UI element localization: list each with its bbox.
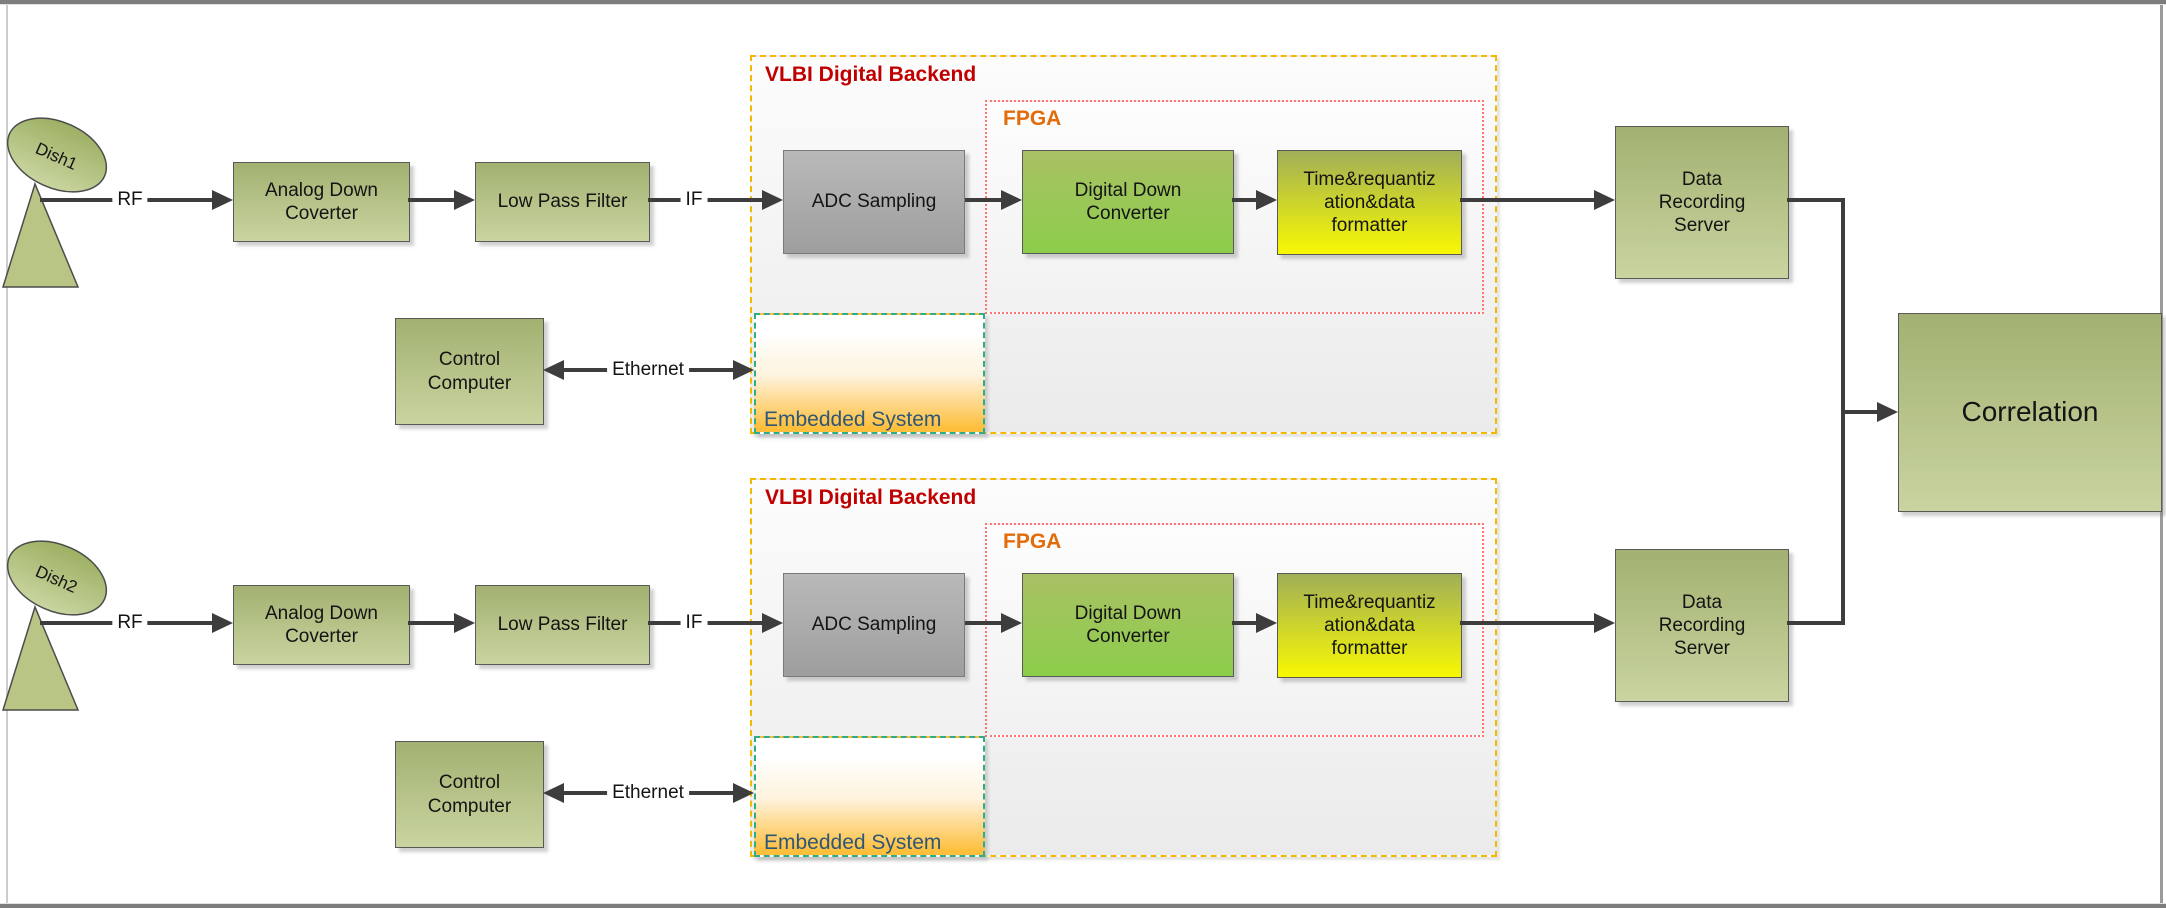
ddc-line2: Converter	[1086, 626, 1170, 647]
correlation-label: Correlation	[1961, 396, 2099, 428]
if-arrowhead-icon	[762, 613, 783, 633]
dish-ellipse	[6, 117, 108, 193]
control-computer-box: Control Computer	[395, 318, 544, 425]
drs-line1: Data	[1681, 168, 1723, 190]
digital-down-converter-box: Digital Down Converter	[1022, 150, 1234, 254]
ethernet-label: Ethernet	[607, 359, 689, 381]
drs-line3: Server	[1674, 215, 1730, 237]
adc-label: ADC Sampling	[811, 191, 937, 213]
drs-line2: Recording	[1658, 191, 1746, 213]
embedded-system-label: Embedded System	[764, 408, 942, 431]
drs-line3: Server	[1674, 638, 1730, 660]
analog-line1: Analog Down	[264, 602, 379, 624]
arrowhead-icon	[1594, 613, 1615, 633]
embedded-system-box: Embedded System	[754, 736, 985, 857]
if-arrowhead-icon	[762, 190, 783, 210]
formatter-line3: formatter	[1331, 638, 1408, 660]
control-computer-box: Control Computer	[395, 741, 544, 848]
ethernet-arrowhead-left-icon	[543, 360, 564, 380]
wire-drs-to-junction	[1787, 621, 1845, 625]
ethernet-arrowhead-left-icon	[543, 783, 564, 803]
vlbi-backend-title: VLBI Digital Backend	[765, 63, 977, 86]
dish-mast-triangle	[1, 181, 80, 288]
wire-formatter-to-drs	[1460, 198, 1595, 202]
data-recording-server-box: Data Recording Server	[1615, 549, 1789, 702]
station-1: Dish1 RF Analog Down Coverter Low Pass F…	[0, 0, 2166, 435]
rf-arrowhead-icon	[212, 613, 233, 633]
lpf-label: Low Pass Filter	[497, 191, 628, 213]
dish-antenna: Dish2	[1, 540, 108, 711]
control-line2: Computer	[427, 372, 512, 394]
fpga-title: FPGA	[1003, 530, 1062, 553]
arrowhead-icon	[454, 613, 475, 633]
time-requantization-formatter-box: Time&requantiz ation&data formatter	[1277, 150, 1462, 255]
control-line1: Control	[438, 772, 501, 794]
analog-line2: Coverter	[285, 203, 358, 224]
wire-drs-to-junction	[1787, 198, 1845, 202]
wire-analog-to-lpf	[408, 621, 456, 625]
correlation-box: Correlation	[1898, 313, 2162, 512]
rf-label: RF	[112, 612, 148, 634]
control-line2: Computer	[427, 795, 512, 817]
adc-sampling-box: ADC Sampling	[783, 573, 965, 677]
ddc-line1: Digital Down	[1074, 179, 1182, 201]
ddc-line1: Digital Down	[1074, 602, 1182, 624]
data-recording-server-box: Data Recording Server	[1615, 126, 1789, 279]
frame-bottom-edge	[0, 903, 2166, 908]
time-requantization-formatter-box: Time&requantiz ation&data formatter	[1277, 573, 1462, 678]
frame-left-edge	[6, 5, 8, 903]
dish-antenna: Dish1	[1, 117, 108, 288]
ethernet-arrowhead-right-icon	[733, 783, 754, 803]
arrowhead-icon	[1256, 613, 1277, 633]
ethernet-arrowhead-right-icon	[733, 360, 754, 380]
digital-down-converter-box: Digital Down Converter	[1022, 573, 1234, 677]
wire-adc-to-ddc	[965, 621, 1003, 625]
formatter-line2: ation&data	[1324, 191, 1415, 213]
wire-adc-to-ddc	[965, 198, 1003, 202]
embedded-system-box: Embedded System	[754, 313, 985, 434]
adc-label: ADC Sampling	[811, 614, 937, 636]
rf-arrowhead-icon	[212, 190, 233, 210]
arrowhead-icon	[1001, 190, 1022, 210]
if-label: IF	[680, 612, 708, 634]
wire-analog-to-lpf	[408, 198, 456, 202]
arrowhead-icon	[1001, 613, 1022, 633]
station-2: Dish2 RF Analog Down Coverter Low Pass F…	[0, 423, 2166, 858]
formatter-line1: Time&requantiz	[1303, 591, 1436, 613]
drs-line1: Data	[1681, 591, 1723, 613]
arrowhead-icon	[454, 190, 475, 210]
wire-ddc-to-formatter	[1232, 198, 1258, 202]
low-pass-filter-box: Low Pass Filter	[475, 585, 650, 665]
adc-sampling-box: ADC Sampling	[783, 150, 965, 254]
analog-down-converter-box: Analog Down Coverter	[233, 162, 410, 242]
analog-line1: Analog Down	[264, 179, 379, 201]
embedded-system-label: Embedded System	[764, 831, 942, 854]
drs-line2: Recording	[1658, 614, 1746, 636]
correlation-arrowhead-icon	[1877, 402, 1898, 422]
rf-label: RF	[112, 189, 148, 211]
formatter-line2: ation&data	[1324, 614, 1415, 636]
lpf-label: Low Pass Filter	[497, 614, 628, 636]
analog-down-converter-box: Analog Down Coverter	[233, 585, 410, 665]
analog-line2: Coverter	[285, 626, 358, 647]
dish-ellipse	[6, 540, 108, 616]
if-label: IF	[680, 189, 708, 211]
dish-mast-triangle	[1, 604, 80, 711]
wire-ddc-to-formatter	[1232, 621, 1258, 625]
wire-junction-to-correlation	[1843, 410, 1881, 414]
formatter-line3: formatter	[1331, 215, 1408, 237]
vlbi-backend-title: VLBI Digital Backend	[765, 486, 977, 509]
frame-top-edge	[0, 0, 2166, 5]
control-line1: Control	[438, 349, 501, 371]
formatter-line1: Time&requantiz	[1303, 168, 1436, 190]
ddc-line2: Converter	[1086, 203, 1170, 224]
arrowhead-icon	[1594, 190, 1615, 210]
ethernet-label: Ethernet	[607, 782, 689, 804]
low-pass-filter-box: Low Pass Filter	[475, 162, 650, 242]
wire-formatter-to-drs	[1460, 621, 1595, 625]
fpga-title: FPGA	[1003, 107, 1062, 130]
arrowhead-icon	[1256, 190, 1277, 210]
